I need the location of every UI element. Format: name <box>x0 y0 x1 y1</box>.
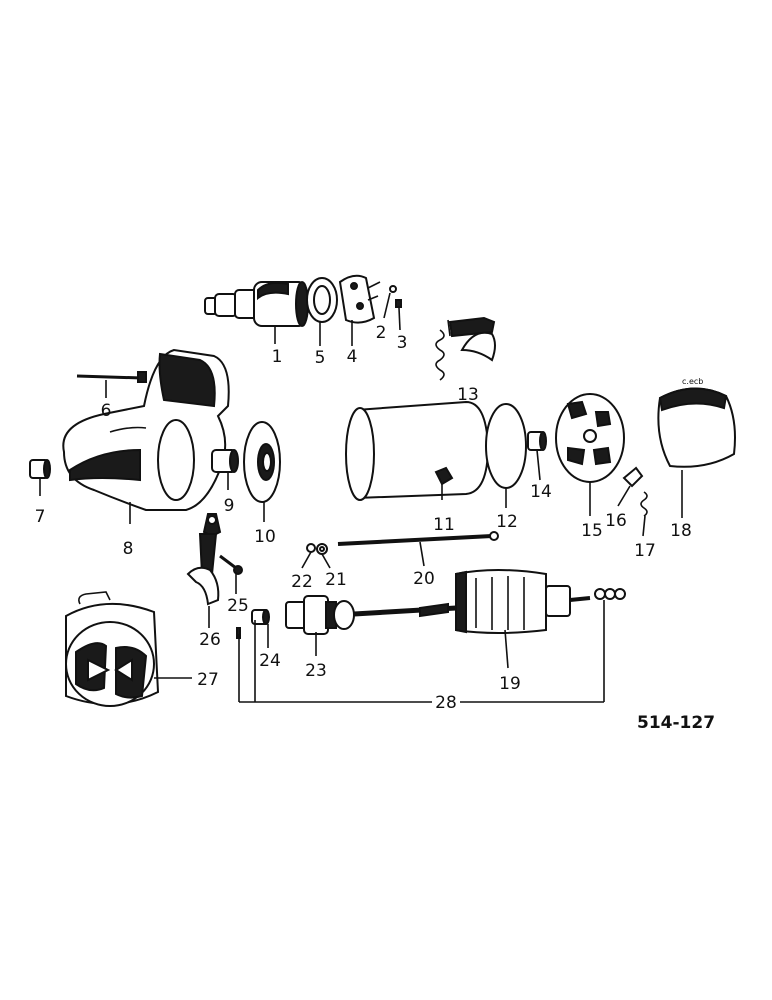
part-3-nut <box>395 299 402 308</box>
label-12: 12 <box>496 512 518 532</box>
part-23-drive-pinion <box>285 595 355 635</box>
figure-code: 514-127 <box>637 713 715 733</box>
part-6-through-bolt <box>76 371 147 383</box>
part-27-field-coil-housing <box>65 591 160 707</box>
part-18-cover-band: c.ecb <box>657 377 736 468</box>
part-22-washer <box>306 543 316 553</box>
label-24: 24 <box>259 651 281 671</box>
part-15-brush-holder <box>555 393 625 483</box>
label-22: 22 <box>291 572 313 592</box>
part-2-washer <box>389 285 397 293</box>
label-27: 27 <box>197 670 219 690</box>
part-19-armature <box>353 569 591 634</box>
part-1-solenoid <box>204 281 309 327</box>
label-11: 11 <box>433 515 455 535</box>
part-16-clip <box>622 466 644 488</box>
label-2: 2 <box>376 323 387 343</box>
label-16: 16 <box>605 511 627 531</box>
part-21-washer <box>316 543 328 555</box>
part-9-bushing <box>211 449 239 473</box>
label-20: 20 <box>413 569 435 589</box>
part-13-brush-lead <box>435 316 496 381</box>
part-4-cover <box>338 274 381 324</box>
label-26: 26 <box>199 630 221 650</box>
leader-lines <box>39 292 683 703</box>
label-23: 23 <box>305 661 327 681</box>
label-13: 13 <box>457 385 479 405</box>
callout-labels: 1 2 3 4 5 6 7 8 9 10 11 12 13 14 15 16 1… <box>35 323 715 733</box>
part-12-o-ring <box>485 403 527 489</box>
label-21: 21 <box>325 570 347 590</box>
label-5: 5 <box>315 348 326 368</box>
part-20-long-bolt <box>337 531 499 546</box>
label-1: 1 <box>272 347 283 367</box>
label-8: 8 <box>123 539 134 559</box>
label-9: 9 <box>224 496 235 516</box>
label-7: 7 <box>35 507 46 527</box>
label-25: 25 <box>227 596 249 616</box>
label-10: 10 <box>254 527 276 547</box>
label-18: 18 <box>670 521 692 541</box>
label-17: 17 <box>634 541 656 561</box>
label-28: 28 <box>435 693 457 713</box>
svg-text:c.ecb: c.ecb <box>682 377 703 386</box>
part-11-field-frame <box>345 400 490 501</box>
part-24-collar <box>251 609 270 625</box>
part-8-drive-housing <box>62 348 230 511</box>
part-7-bushing <box>29 459 51 479</box>
part-26-shift-lever <box>186 513 222 606</box>
label-14: 14 <box>530 482 552 502</box>
label-15: 15 <box>581 521 603 541</box>
part-28-washer-set <box>236 588 626 639</box>
part-10-plate <box>243 421 281 503</box>
part-14-bushing <box>527 431 547 451</box>
part-17-spring <box>640 491 648 517</box>
label-4: 4 <box>347 347 358 367</box>
label-6: 6 <box>101 401 112 421</box>
part-25-pivot-pin <box>219 554 243 575</box>
label-19: 19 <box>499 674 521 694</box>
part-5-gasket <box>306 277 338 323</box>
label-3: 3 <box>397 333 408 353</box>
